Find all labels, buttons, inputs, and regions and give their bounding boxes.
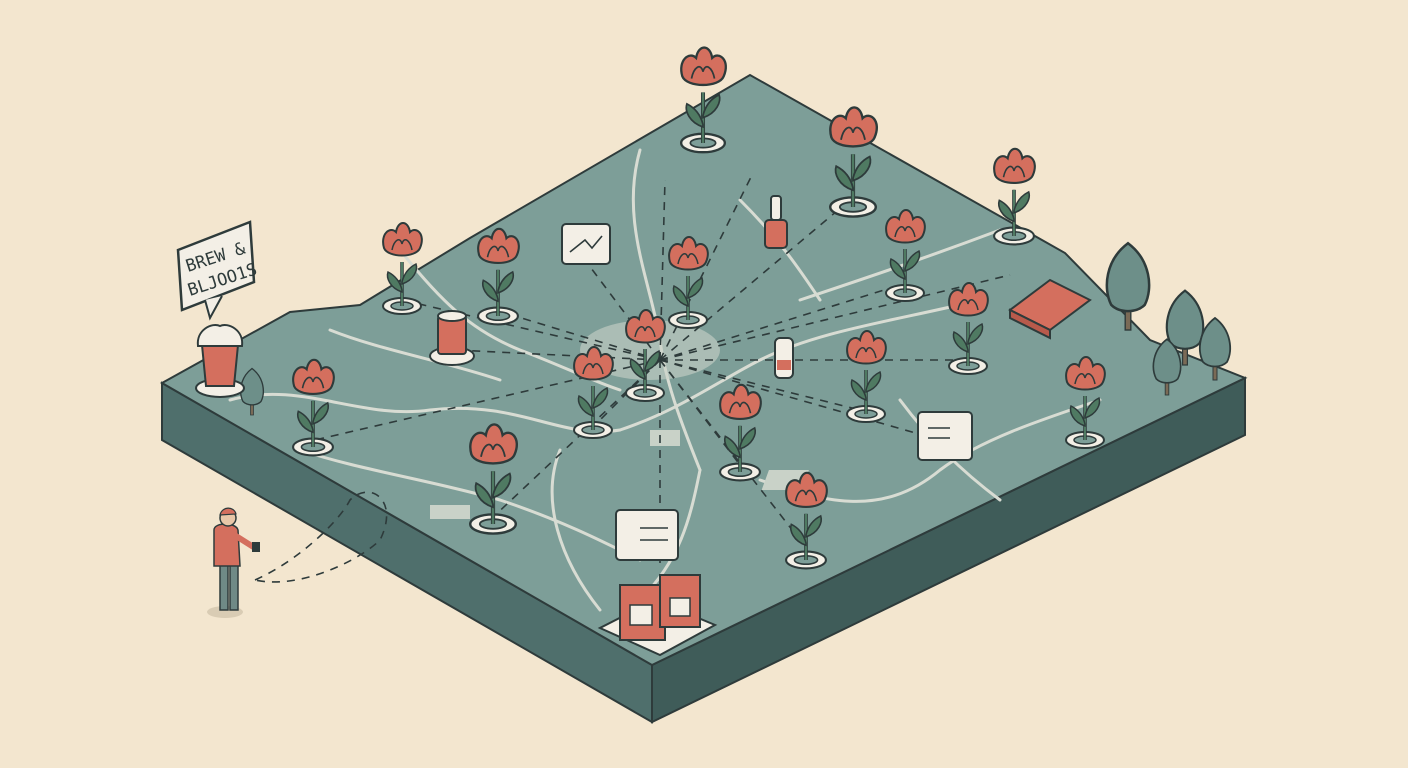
coffee-cup-icon xyxy=(429,310,475,366)
flower-icon xyxy=(992,147,1037,247)
bench-icon xyxy=(1008,278,1092,340)
person-icon xyxy=(207,507,260,618)
coffee-shop-cup-icon xyxy=(195,324,245,398)
flower-icon xyxy=(381,221,424,316)
map-block xyxy=(159,48,1248,724)
city-blocks xyxy=(430,320,809,519)
connection-lines xyxy=(254,174,1011,583)
road-network xyxy=(228,148,1102,612)
speech-bubble-icon xyxy=(561,223,973,561)
bottle-icon xyxy=(764,195,794,379)
flower-icon xyxy=(681,48,726,153)
store-icon xyxy=(597,574,718,657)
shop-sign: BREW & BLJOO1S xyxy=(176,220,260,321)
